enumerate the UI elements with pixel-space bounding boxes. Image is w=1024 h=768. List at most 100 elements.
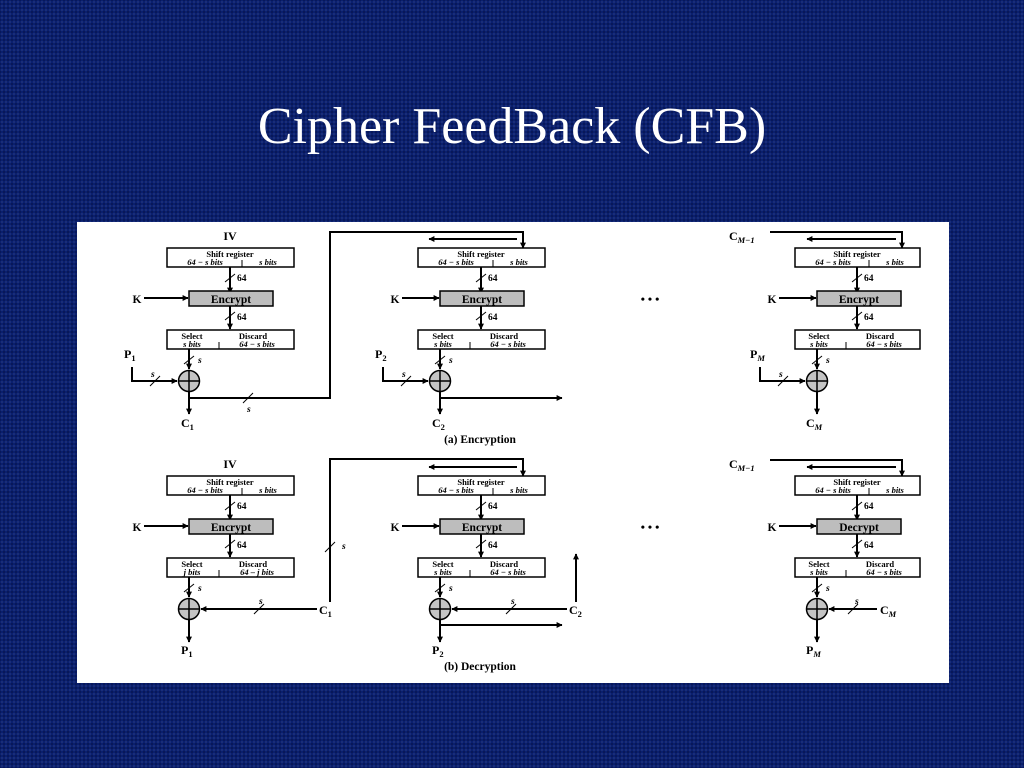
svg-text:64: 64 bbox=[237, 502, 247, 512]
svg-text:s: s bbox=[448, 584, 453, 594]
svg-text:Select: Select bbox=[808, 331, 829, 341]
encrypt-label: Encrypt bbox=[462, 522, 502, 534]
decryption-section: IV Shift register 64 − s bits s bits 64 … bbox=[133, 457, 921, 673]
svg-text:64: 64 bbox=[864, 274, 874, 284]
enc-stage-1: IV Shift register 64 − s bits s bits 64 … bbox=[124, 229, 526, 432]
encrypt-label: Encrypt bbox=[839, 294, 879, 306]
select-discard-block: Select s bits Discard 64 − s bits bbox=[417, 329, 546, 350]
svg-text:64: 64 bbox=[864, 502, 874, 512]
encryption-section: IV Shift register 64 − s bits s bits 64 … bbox=[124, 229, 921, 446]
svg-text:s: s bbox=[825, 356, 830, 366]
ellipsis: • • • bbox=[641, 520, 660, 534]
svg-text:64: 64 bbox=[488, 502, 498, 512]
select-discard-block: Select j bits Discard 64 – j bits bbox=[166, 557, 295, 578]
svg-text:Shift register: Shift register bbox=[457, 477, 505, 487]
encrypt-label: Encrypt bbox=[462, 294, 502, 306]
svg-text:s bits: s bits bbox=[809, 567, 828, 577]
svg-text:64 − s bits: 64 − s bits bbox=[438, 257, 474, 267]
svg-text:64 – j bits: 64 – j bits bbox=[240, 567, 274, 577]
svg-text:s: s bbox=[401, 370, 406, 380]
svg-text:64: 64 bbox=[864, 541, 874, 551]
svg-text:s bits: s bits bbox=[809, 339, 828, 349]
encrypt-label: Encrypt bbox=[211, 522, 251, 534]
svg-text:64: 64 bbox=[237, 274, 247, 284]
svg-text:Shift register: Shift register bbox=[833, 477, 881, 487]
svg-text:64 − s bits: 64 − s bits bbox=[815, 257, 851, 267]
xor-icon bbox=[805, 369, 829, 393]
svg-text:Discard: Discard bbox=[239, 559, 268, 569]
svg-text:64 − s bits: 64 − s bits bbox=[490, 567, 526, 577]
p1-label: P1 bbox=[181, 643, 193, 659]
svg-text:64 − s bits: 64 − s bits bbox=[866, 567, 902, 577]
dec-stage-1: IV Shift register 64 − s bits s bits 64 … bbox=[133, 457, 526, 659]
svg-text:64: 64 bbox=[488, 541, 498, 551]
c1-label: C1 bbox=[319, 603, 332, 619]
svg-text:64: 64 bbox=[237, 313, 247, 323]
svg-text:s: s bbox=[197, 356, 202, 366]
dec-stage-2: Shift register 64 − s bits s bits 64 K E… bbox=[391, 464, 582, 659]
svg-text:64 − s bits: 64 − s bits bbox=[239, 339, 275, 349]
cm-label: CM bbox=[880, 603, 897, 619]
select-discard-block: Select s bits Discard 64 − s bits bbox=[166, 329, 295, 350]
svg-text:Shift register: Shift register bbox=[457, 249, 505, 259]
iv-label: IV bbox=[223, 457, 237, 471]
svg-text:s bits: s bits bbox=[509, 257, 528, 267]
svg-text:64: 64 bbox=[488, 274, 498, 284]
cfb-diagram: IV Shift register 64 − s bits s bits 64 … bbox=[124, 229, 921, 673]
svg-text:64: 64 bbox=[864, 313, 874, 323]
svg-text:Shift register: Shift register bbox=[206, 477, 254, 487]
select-discard-block: Select s bits Discard 64 − s bits bbox=[794, 329, 921, 350]
svg-text:Discard: Discard bbox=[866, 331, 895, 341]
svg-text:s: s bbox=[150, 370, 155, 380]
k-label: K bbox=[133, 522, 142, 534]
svg-text:64 − s bits: 64 − s bits bbox=[866, 339, 902, 349]
enc-stage-2: Shift register 64 − s bits s bits 64 K E… bbox=[375, 236, 563, 432]
c1-label: C1 bbox=[181, 416, 194, 432]
svg-text:Discard: Discard bbox=[490, 559, 519, 569]
k-label: K bbox=[133, 294, 142, 306]
ellipsis: • • • bbox=[641, 292, 660, 306]
svg-text:64 − s bits: 64 − s bits bbox=[815, 485, 851, 495]
decrypt-label: Decrypt bbox=[839, 522, 879, 534]
svg-text:s: s bbox=[246, 405, 251, 415]
xor-icon bbox=[428, 597, 452, 621]
xor-icon bbox=[177, 369, 201, 393]
shift-register-block: Shift register 64 − s bits s bits bbox=[417, 475, 546, 496]
cm-label: CM bbox=[806, 416, 823, 432]
svg-text:s bits: s bits bbox=[509, 485, 528, 495]
svg-text:Select: Select bbox=[808, 559, 829, 569]
svg-text:Shift register: Shift register bbox=[833, 249, 881, 259]
cm-minus-1-label: CM−1 bbox=[729, 229, 755, 245]
svg-text:s: s bbox=[825, 584, 830, 594]
svg-text:j bits: j bits bbox=[182, 567, 201, 577]
p2-label: P2 bbox=[432, 643, 444, 659]
dec-stage-m: CM−1 Shift register 64 − s bits s bits 6… bbox=[729, 457, 921, 659]
svg-text:s: s bbox=[258, 597, 263, 607]
svg-text:64 − s bits: 64 − s bits bbox=[187, 257, 223, 267]
svg-text:Shift register: Shift register bbox=[206, 249, 254, 259]
k-label: K bbox=[768, 294, 777, 306]
svg-text:s: s bbox=[854, 597, 859, 607]
decryption-caption: (b) Decryption bbox=[444, 661, 516, 673]
enc-stage-m: CM−1 Shift register 64 − s bits s bits 6… bbox=[729, 229, 921, 432]
svg-text:s bits: s bits bbox=[433, 567, 452, 577]
slide-title: Cipher FeedBack (CFB) bbox=[257, 98, 767, 155]
svg-text:s bits: s bits bbox=[433, 339, 452, 349]
c2-label: C2 bbox=[432, 416, 445, 432]
svg-text:Select: Select bbox=[432, 331, 453, 341]
xor-icon bbox=[805, 597, 829, 621]
k-label: K bbox=[391, 294, 400, 306]
svg-text:s bits: s bits bbox=[182, 339, 201, 349]
shift-register-block: Shift register 64 − s bits s bits bbox=[166, 247, 295, 268]
svg-text:s: s bbox=[778, 370, 783, 380]
xor-icon bbox=[428, 369, 452, 393]
svg-text:64: 64 bbox=[488, 313, 498, 323]
svg-text:Select: Select bbox=[181, 559, 202, 569]
shift-register-block: Shift register 64 − s bits s bits bbox=[417, 247, 546, 268]
svg-text:Discard: Discard bbox=[239, 331, 268, 341]
encryption-caption: (a) Encryption bbox=[444, 434, 516, 446]
svg-text:Select: Select bbox=[181, 331, 202, 341]
xor-icon bbox=[177, 597, 201, 621]
svg-text:s: s bbox=[448, 356, 453, 366]
iv-label: IV bbox=[223, 229, 237, 243]
